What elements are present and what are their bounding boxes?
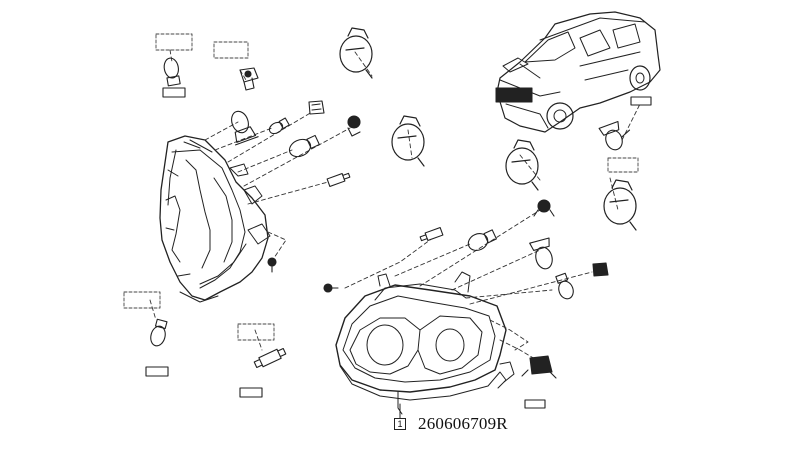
screw-icon	[267, 257, 339, 293]
leader-lines	[149, 49, 641, 363]
lamp-socket-icon	[239, 67, 609, 379]
reference-tag-icon	[145, 87, 652, 409]
bulb-icon	[150, 57, 631, 347]
reference-box-icon	[123, 33, 639, 341]
vehicle-suv-icon	[495, 11, 661, 133]
headlamp-assembly-icon	[335, 271, 515, 415]
callout-index-box: 1	[394, 418, 406, 430]
dust-cap-icon	[339, 27, 637, 231]
part-number-label: 260606709R	[418, 414, 508, 433]
headlamp-assembly-rear-view	[159, 135, 271, 303]
